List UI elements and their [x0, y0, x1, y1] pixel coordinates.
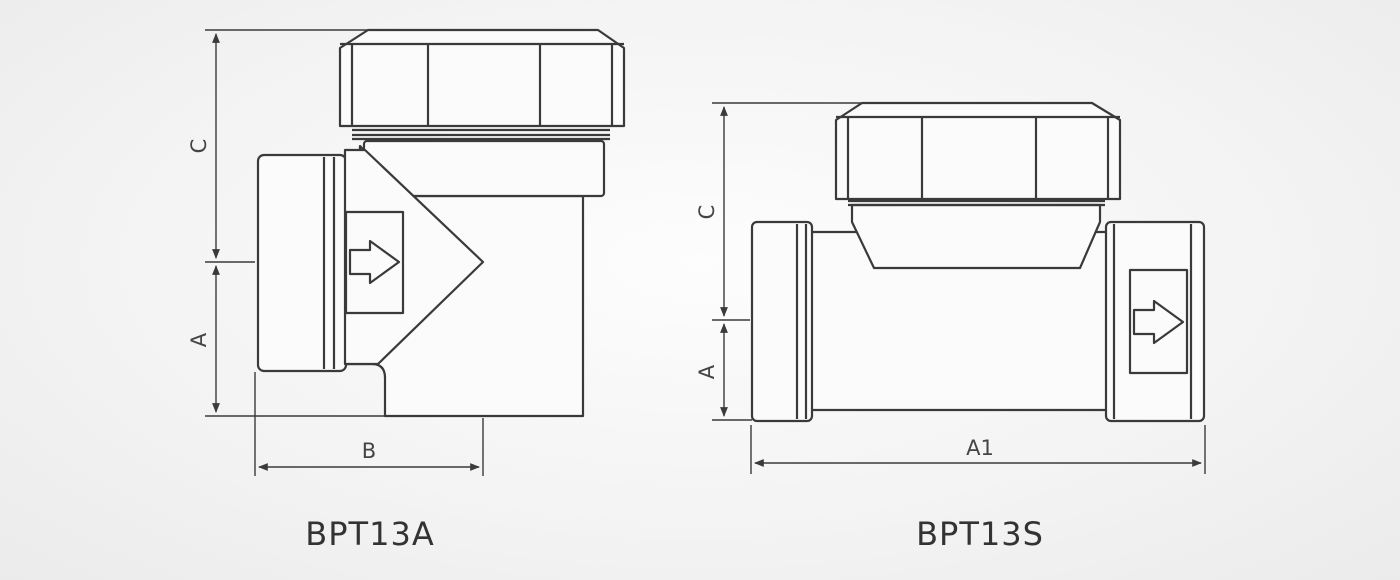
model-label-bpt13a: BPT13A [305, 515, 434, 553]
bpt13s-body [750, 101, 1206, 423]
dim-label-b: B [362, 439, 376, 463]
inlet-port [256, 153, 348, 373]
dim-label-c: C [187, 139, 211, 154]
dim-label-a1: A1 [966, 436, 994, 460]
bpt13a-drawing: C A B [187, 28, 626, 553]
model-label-bpt13s: BPT13S [916, 515, 1044, 553]
flow-plate [1128, 268, 1189, 375]
bpt13a-body [256, 28, 626, 418]
dim-label-a: A [695, 364, 719, 379]
cap-nut [834, 101, 1122, 201]
flow-arrow-icon [348, 239, 401, 285]
strainer-body [343, 148, 485, 366]
outlet-port [1104, 220, 1206, 423]
bpt13s-drawing: C A A1 B [695, 101, 1206, 553]
dim-label-c: C [695, 205, 719, 220]
flow-plate [344, 210, 405, 315]
inlet-port [750, 220, 814, 423]
strainer-funnel [850, 203, 1102, 270]
dim-label-a: A [187, 332, 211, 347]
cap-nut [338, 28, 626, 128]
flow-arrow-icon [1132, 299, 1185, 345]
